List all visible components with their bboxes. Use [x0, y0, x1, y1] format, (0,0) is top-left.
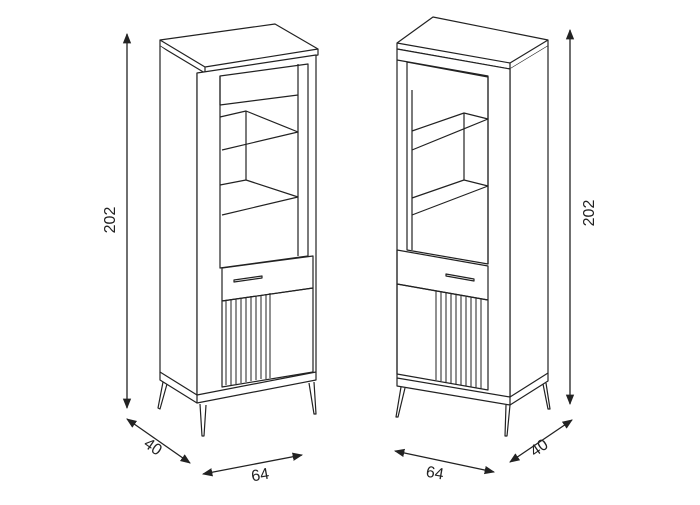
left-dimensions [122, 32, 304, 477]
right-cabinet [395, 16, 551, 437]
left-cabinet-side [159, 46, 198, 396]
right-width-arrow [393, 448, 496, 475]
left-slats [225, 293, 271, 385]
right-cabinet-side [509, 46, 549, 398]
right-cabinet-front [396, 48, 511, 398]
right-leg-3 [542, 382, 551, 410]
left-depth-arrow [126, 418, 191, 464]
left-width-arrow [201, 452, 304, 477]
right-shelf-1 [411, 112, 489, 151]
left-shelf-2 [219, 179, 299, 216]
right-leg-1 [395, 386, 406, 418]
left-cabinet [157, 23, 319, 437]
left-leg-3 [308, 381, 317, 415]
right-width-label: 64 [425, 464, 446, 484]
left-leg-1 [157, 381, 168, 410]
right-drawer-handle [445, 273, 475, 282]
right-height-label: 202 [581, 200, 598, 227]
right-shelf-2 [411, 179, 489, 216]
right-depth-arrow [509, 419, 573, 463]
left-lower-door [221, 287, 314, 388]
left-leg-2 [199, 403, 207, 437]
left-glass-door [219, 63, 309, 269]
left-depth-label: 40 [140, 435, 164, 459]
left-height-label: 202 [102, 207, 119, 234]
right-slats [435, 291, 482, 389]
left-shelf-1 [219, 110, 299, 151]
left-width-label: 64 [250, 466, 271, 486]
right-leg-2 [504, 404, 511, 437]
left-drawer-handle [233, 275, 263, 283]
right-dimensions [393, 28, 575, 475]
right-lower-door [396, 283, 489, 391]
right-depth-label: 40 [527, 436, 551, 460]
